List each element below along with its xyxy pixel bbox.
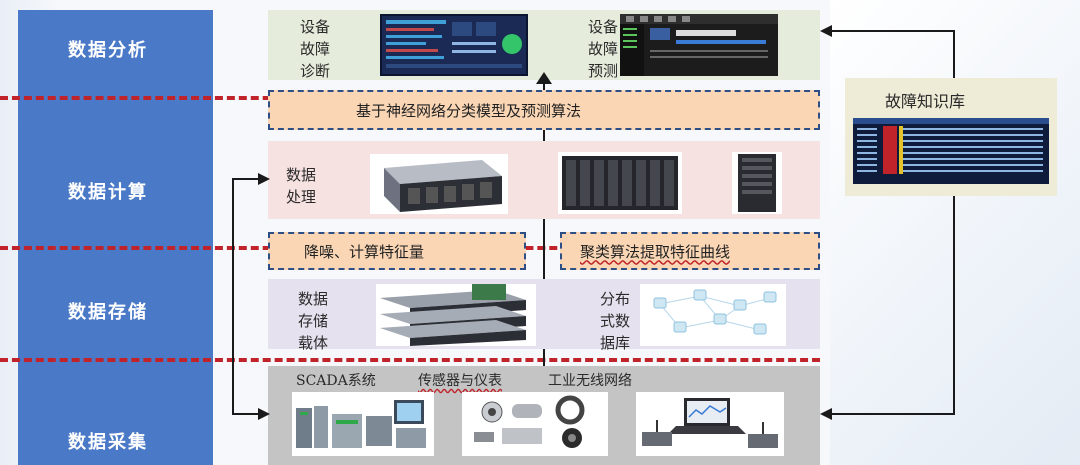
blade-server-image — [558, 152, 682, 214]
prediction-label: 设备 故障 预测 — [588, 18, 619, 80]
processing-panel — [268, 141, 820, 219]
layer-label-collection: 数据采集 — [68, 432, 148, 453]
tower-server-image — [732, 152, 782, 214]
arrow-left-analysis-icon — [820, 25, 832, 37]
background-right-gradient — [830, 0, 1080, 465]
blade-server-graphic — [562, 156, 678, 210]
tower-server-graphic — [738, 154, 776, 212]
sensors-graphic — [474, 395, 585, 448]
left-arrow-to-processing-line — [232, 178, 262, 180]
arrow-right-processing-icon — [258, 173, 270, 185]
diagnosis-label: 设备 故障 诊断 — [300, 18, 331, 80]
kb-up-line — [953, 30, 955, 78]
arrow-left-collection-icon — [820, 408, 832, 420]
prediction-screen-image — [620, 14, 778, 76]
storage-carrier-label: 数据 存储 载体 — [298, 290, 329, 352]
arrow-right-collection-icon — [258, 408, 270, 420]
layer-separator-3 — [0, 358, 820, 362]
processing-label: 数据 处理 — [286, 166, 317, 206]
center-flow-line — [543, 78, 545, 368]
scada-label: SCADA系统 — [296, 373, 376, 389]
kb-to-analysis-line — [830, 30, 955, 32]
layer-label-analysis: 数据分析 — [68, 40, 148, 61]
knowledge-base-screen-image — [853, 118, 1049, 184]
storage-servers-graphic — [380, 284, 526, 346]
kb-down-line — [953, 196, 955, 414]
server-rack-graphic — [384, 160, 502, 212]
left-feedback-line — [232, 178, 234, 414]
denoise-box: 降噪、计算特征量 — [268, 232, 526, 270]
wireless-devices-image — [636, 392, 784, 456]
clustering-box: 聚类算法提取特征曲线 — [560, 232, 820, 270]
sensors-image — [462, 392, 608, 456]
left-arrow-to-collection-line — [232, 413, 262, 415]
prediction-software-graphic — [620, 14, 778, 76]
sensors-label: 传感器与仪表 — [418, 370, 502, 392]
center-arrow-up-icon — [536, 72, 552, 84]
sensors-text: 传感器与仪表 — [418, 373, 502, 389]
clustering-label: 聚类算法提取特征曲线 — [580, 242, 731, 261]
distributed-network-image — [640, 284, 786, 346]
wireless-devices-graphic — [642, 398, 778, 448]
layer-label-compute: 数据计算 — [68, 182, 148, 203]
scada-devices-image — [292, 392, 434, 456]
algorithm-box: 基于神经网络分类模型及预测算法 — [268, 90, 820, 130]
layer-column: 数据分析 数据计算 数据存储 数据采集 — [18, 10, 213, 465]
knowledge-base-box: 故障知识库 — [845, 78, 1057, 196]
diagnosis-dashboard-graphic — [386, 20, 522, 68]
scada-devices-graphic — [296, 400, 426, 448]
kb-to-collection-line — [830, 413, 955, 415]
distributed-db-label: 分布 式数 据库 — [600, 290, 631, 352]
knowledge-base-table-graphic — [853, 118, 1049, 174]
storage-servers-image — [376, 284, 536, 346]
wireless-label: 工业无线网络 — [548, 373, 632, 389]
distributed-network-graphic — [653, 289, 777, 335]
server-rack-image — [370, 154, 508, 214]
knowledge-base-title: 故障知识库 — [885, 92, 966, 111]
layer-label-storage: 数据存储 — [68, 302, 148, 323]
diagnosis-screen-image — [380, 14, 528, 76]
